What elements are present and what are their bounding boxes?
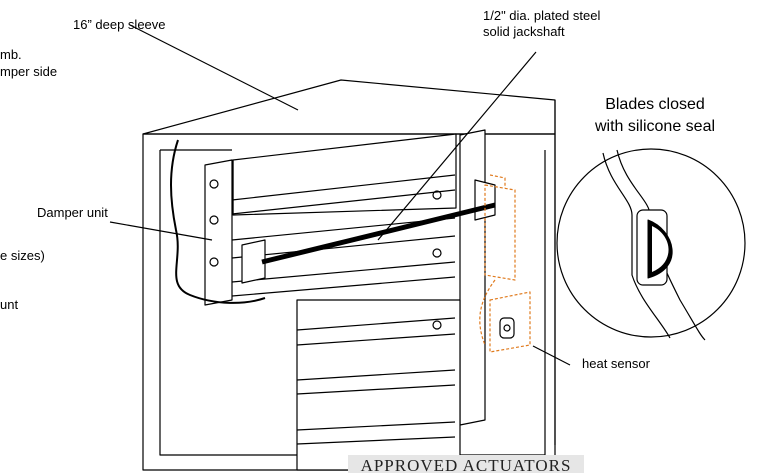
heat-sensor-box [489,291,531,353]
damper-blades [231,174,456,445]
label-blades-line2: with silicone seal [594,118,716,135]
sleeve-edge-wave [170,139,266,304]
leader-damper-unit [109,221,213,241]
label-jackshaft-line2: solid jackshaft [483,24,565,39]
label-damper-unit: Damper unit [37,205,108,220]
label-sleeve: 16” deep sleeve [73,17,166,32]
actuator-body [484,184,516,281]
label-partial-line2: mper side [0,64,58,79]
sleeve-front-lip [232,133,457,216]
damper-frame-left [204,159,233,306]
damper-frame-right [459,129,486,426]
label-partial-unt: unt [0,297,19,312]
label-jackshaft-line1: 1/2" dia. plated steel [483,8,601,23]
frame-bolts [209,179,442,330]
damper-lower-face [296,299,461,471]
sleeve-top [142,79,556,135]
label-partial-line1: mb. [0,47,22,62]
jackshaft-bracket-left [241,239,266,284]
leader-jackshaft [377,51,537,241]
jackshaft [261,202,496,265]
label-blades-line1: Blades closed [605,96,705,113]
label-partial-sizes: e sizes) [0,248,45,263]
label-heat-sensor: heat sensor [582,356,650,371]
approved-actuators-banner: APPROVED ACTUATORS [348,455,584,473]
leader-heat-sensor [532,345,571,366]
leader-sleeve [129,24,299,111]
